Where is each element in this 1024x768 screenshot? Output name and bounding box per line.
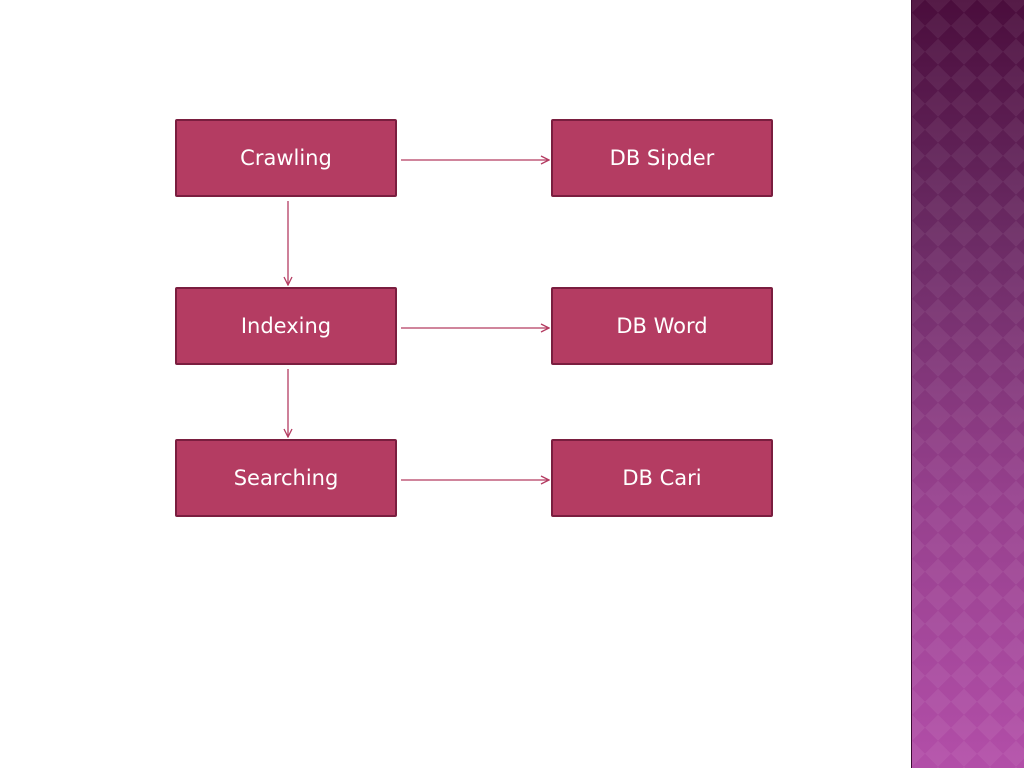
node-searching: Searching xyxy=(175,439,397,517)
node-db-cari-label: DB Cari xyxy=(622,466,702,490)
node-indexing-label: Indexing xyxy=(240,314,332,338)
node-db-word-label: DB Word xyxy=(616,314,708,338)
node-crawling-label: Crawling xyxy=(240,146,332,170)
node-db-sipder: DB Sipder xyxy=(551,119,773,197)
node-db-sipder-label: DB Sipder xyxy=(609,146,715,170)
node-indexing: Indexing xyxy=(175,287,397,365)
node-db-word: DB Word xyxy=(551,287,773,365)
decorative-side-panel xyxy=(912,0,1024,768)
node-crawling: Crawling xyxy=(175,119,397,197)
node-searching-label: Searching xyxy=(233,466,339,490)
node-db-cari: DB Cari xyxy=(551,439,773,517)
